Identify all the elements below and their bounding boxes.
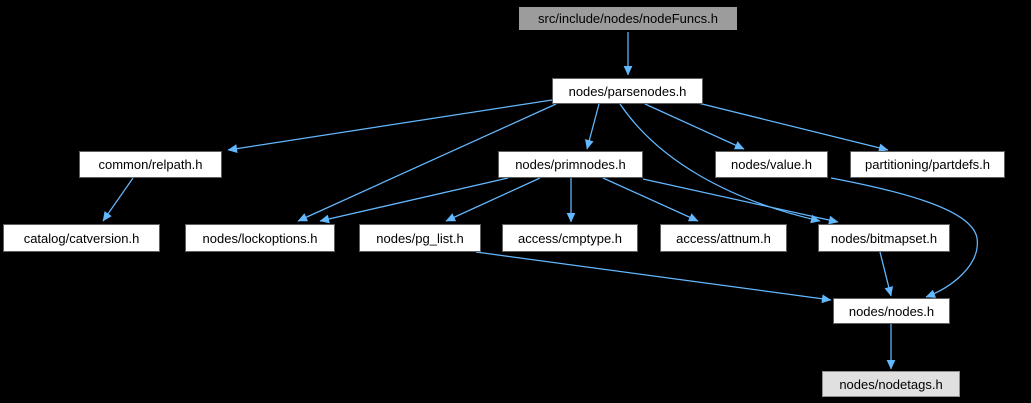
node-value[interactable]: nodes/value.h bbox=[715, 151, 828, 178]
edge-value-to-nodes bbox=[830, 177, 978, 298]
edge-primnodes-to-attnum bbox=[602, 177, 699, 222]
edge-primnodes-to-lockoptions bbox=[319, 177, 509, 224]
node-pg-list[interactable]: nodes/pg_list.h bbox=[359, 224, 481, 252]
node-lockoptions[interactable]: nodes/lockoptions.h bbox=[185, 224, 335, 252]
edge-primnodes-to-bitmapset bbox=[642, 178, 839, 225]
node-nodes[interactable]: nodes/nodes.h bbox=[833, 298, 950, 324]
node-relpath[interactable]: common/relpath.h bbox=[79, 151, 222, 178]
node-parsenodes[interactable]: nodes/parsenodes.h bbox=[552, 78, 703, 104]
edge-parsenodes-to-value bbox=[644, 103, 745, 150]
edge-pglist-to-nodes bbox=[475, 251, 832, 304]
node-bitmapset[interactable]: nodes/bitmapset.h bbox=[818, 224, 950, 252]
edge-bitmapset-to-nodes bbox=[879, 251, 894, 297]
node-nodetags[interactable]: nodes/nodetags.h bbox=[822, 371, 960, 397]
edge-parsenodes-to-bitmapset bbox=[619, 103, 821, 224]
node-nodefuncs: src/include/nodes/nodeFuncs.h bbox=[517, 5, 739, 32]
node-primnodes[interactable]: nodes/primnodes.h bbox=[498, 151, 643, 178]
edge-primnodes-to-pglist bbox=[445, 177, 541, 222]
edge-parsenodes-to-primnodes bbox=[585, 103, 600, 150]
edge-parsenodes-to-lockoptions bbox=[297, 103, 557, 222]
edge-relpath-to-catversion bbox=[102, 177, 134, 222]
edge-parsenodes-to-partdefs bbox=[697, 102, 889, 153]
node-attnum[interactable]: access/attnum.h bbox=[660, 224, 787, 252]
node-cmptype[interactable]: access/cmptype.h bbox=[502, 224, 638, 252]
node-catversion[interactable]: catalog/catversion.h bbox=[3, 224, 160, 252]
node-partdefs[interactable]: partitioning/partdefs.h bbox=[850, 151, 1005, 178]
edge-parsenodes-to-relpath bbox=[227, 99, 553, 153]
